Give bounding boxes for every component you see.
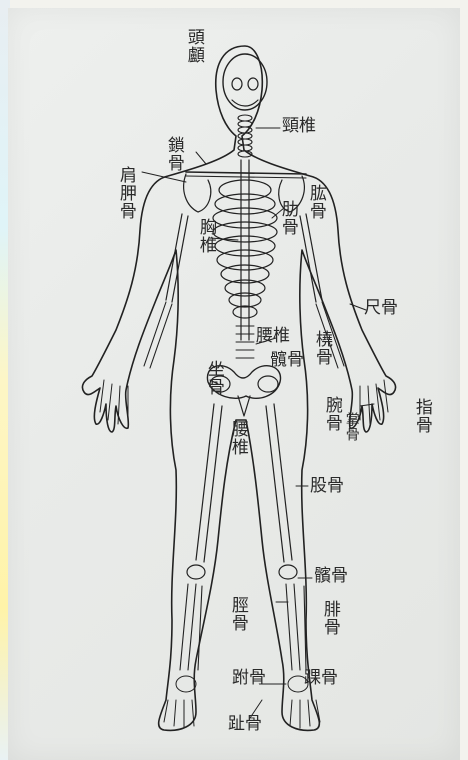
label-phalanges-foot: 趾骨 — [228, 716, 262, 734]
label-scapula: 肩胛骨 — [116, 166, 134, 220]
label-ankle: 踝骨 — [304, 670, 338, 688]
label-rib: 肋骨 — [278, 200, 296, 236]
label-skull: 頭顱 — [184, 28, 202, 64]
label-tarsal: 跗骨 — [232, 670, 266, 688]
label-tibia: 脛骨 — [228, 596, 246, 632]
label-metacarpal: 掌骨 — [344, 412, 359, 442]
label-carpal: 腕骨 — [322, 396, 340, 432]
label-femur: 股骨 — [310, 478, 344, 496]
label-radius: 橈骨 — [312, 330, 330, 366]
label-fibula: 腓骨 — [320, 600, 338, 636]
label-pelvis: 髖骨 — [270, 352, 304, 370]
label-cervical: 頸椎 — [282, 118, 316, 136]
label-sacrum-lower: 腰椎 — [228, 420, 246, 456]
label-thoracic: 胸椎 — [196, 218, 214, 254]
label-ulna: 尺骨 — [364, 300, 398, 318]
label-phalanges-hand: 指骨 — [412, 398, 430, 434]
label-sacrum: 坐骨 — [204, 360, 222, 396]
label-patella: 髕骨 — [314, 568, 348, 586]
label-lumbar: 腰椎 — [256, 328, 290, 346]
label-humerus: 肱骨 — [306, 184, 324, 220]
label-clavicle: 鎖骨 — [164, 136, 182, 172]
